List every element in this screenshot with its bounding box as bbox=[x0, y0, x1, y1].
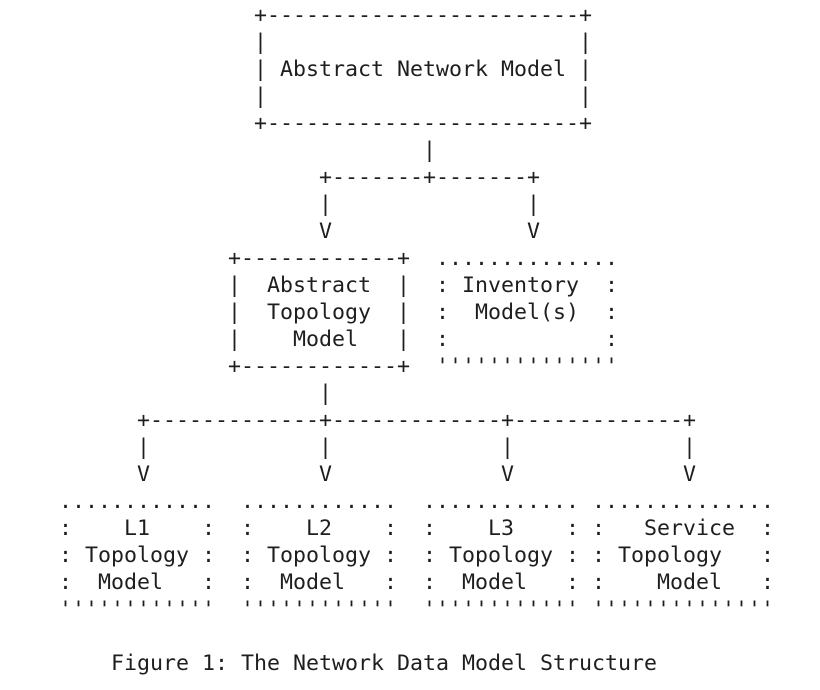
ascii-line: ............ ............ ............ .… bbox=[59, 489, 775, 514]
ascii-line: +-------------+-------------+-----------… bbox=[59, 408, 697, 433]
ascii-line: | Abstract | : Inventory : bbox=[59, 273, 619, 298]
ascii-line: V V bbox=[59, 219, 541, 244]
ascii-line: : Model : : Model : : Model : : Model : bbox=[59, 570, 775, 595]
ascii-line: +------------+ '''''''''''''' bbox=[59, 354, 619, 379]
ascii-line: : Topology : : Topology : : Topology : :… bbox=[59, 543, 775, 568]
ascii-line: V V V V bbox=[59, 462, 697, 487]
ascii-line: | Abstract Network Model | bbox=[59, 57, 593, 82]
ascii-line: | bbox=[59, 138, 437, 163]
ascii-line: +------------------------+ bbox=[59, 111, 593, 136]
ascii-line: | Topology | : Model(s) : bbox=[59, 300, 619, 325]
ascii-line: | | bbox=[59, 192, 541, 217]
ascii-line: | | bbox=[59, 84, 593, 109]
ascii-line: '''''''''''' '''''''''''' '''''''''''' '… bbox=[59, 597, 775, 622]
ascii-line: | | bbox=[59, 30, 593, 55]
ascii-line: | bbox=[59, 381, 333, 406]
figure-caption: Figure 1: The Network Data Model Structu… bbox=[111, 651, 658, 676]
ascii-line: +-------+-------+ bbox=[59, 165, 541, 190]
ascii-line: +------------+ .............. bbox=[59, 246, 619, 271]
ascii-line: | | | | bbox=[59, 435, 697, 460]
ascii-line: : L1 : : L2 : : L3 : : Service : bbox=[59, 516, 775, 541]
ascii-line: +------------------------+ bbox=[59, 3, 593, 28]
ascii-line: | Model | : : bbox=[59, 327, 619, 352]
